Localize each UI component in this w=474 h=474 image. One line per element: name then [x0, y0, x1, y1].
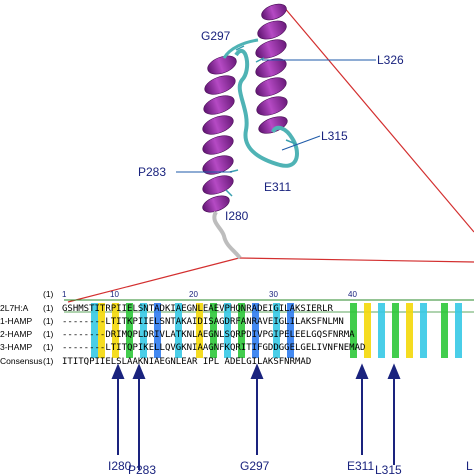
ruler-10: 10 [110, 290, 119, 299]
ruler-20: 20 [189, 290, 198, 299]
residue-label-i280: I280 [108, 459, 132, 473]
row-index-2l7h: (1) [43, 303, 54, 313]
residue-arrows [111, 363, 401, 470]
residue-label-e311: E311 [347, 459, 374, 473]
row-label-1-hamp: 1-HAMP [0, 316, 32, 326]
row-seq-consensus: ITITQPIIELSLAAKNIAEGNLEAR IPL ADELGILAKS… [62, 357, 311, 367]
label-g297: G297 [201, 29, 231, 43]
callout-line-l315 [281, 135, 321, 151]
row-index-3-hamp: (1) [43, 342, 54, 352]
residue-label-p283: P283 [128, 463, 156, 474]
row-label-2l7h: 2L7H:A [0, 303, 29, 313]
residue-label-l315: L315 [375, 463, 402, 474]
label-e311: E311 [264, 180, 291, 194]
connecting-loop [234, 49, 299, 168]
row-index-1-hamp: (1) [43, 316, 54, 326]
label-p283: P283 [138, 165, 166, 179]
row-label-consensus: Consensus [0, 356, 43, 366]
row-seq-3-hamp: --------LTITQPIKELLQVGKNIAAGNFKQRITIFGDD… [62, 343, 365, 353]
zoom-line-top [282, 5, 474, 233]
label-l315: L315 [321, 129, 348, 143]
row-seq-1-hamp: --------LTITKPIIELSNTAKAIDISAGDRFANRAVEI… [62, 317, 344, 327]
residue-label-g297: G297 [240, 459, 270, 473]
ruler-1: 1 [62, 290, 67, 299]
row-index-header: (1) [43, 289, 54, 299]
row-seq-2l7h: GSHMSTITRPIIELSNTADKIAEGNLEAEVPHQNRADEIG… [62, 304, 334, 314]
residue-label-l-cut: L [466, 459, 473, 473]
ruler-40: 40 [348, 290, 357, 299]
row-seq-2-hamp: --------DRIMQPLDRIVLATKNLAEGNLSQRPDIVPGI… [62, 330, 355, 340]
helix-2 [255, 3, 288, 134]
row-label-3-hamp: 3-HAMP [0, 342, 32, 352]
ruler-30: 30 [269, 290, 278, 299]
top-loop [222, 38, 259, 59]
zoom-line-right [238, 257, 474, 263]
row-index-consensus: (1) [43, 356, 54, 366]
side-chains [225, 45, 297, 197]
row-label-2-hamp: 2-HAMP [0, 329, 32, 339]
label-i280: I280 [225, 209, 249, 223]
row-index-2-hamp: (1) [43, 329, 54, 339]
zoom-line-left [67, 257, 240, 303]
label-l326: L326 [377, 53, 404, 67]
highlight-blocks [91, 303, 462, 358]
alignment-panel: 1 10 20 30 40 (1) [0, 289, 474, 367]
n-terminal-tail [212, 210, 242, 260]
helix-1 [202, 55, 237, 213]
